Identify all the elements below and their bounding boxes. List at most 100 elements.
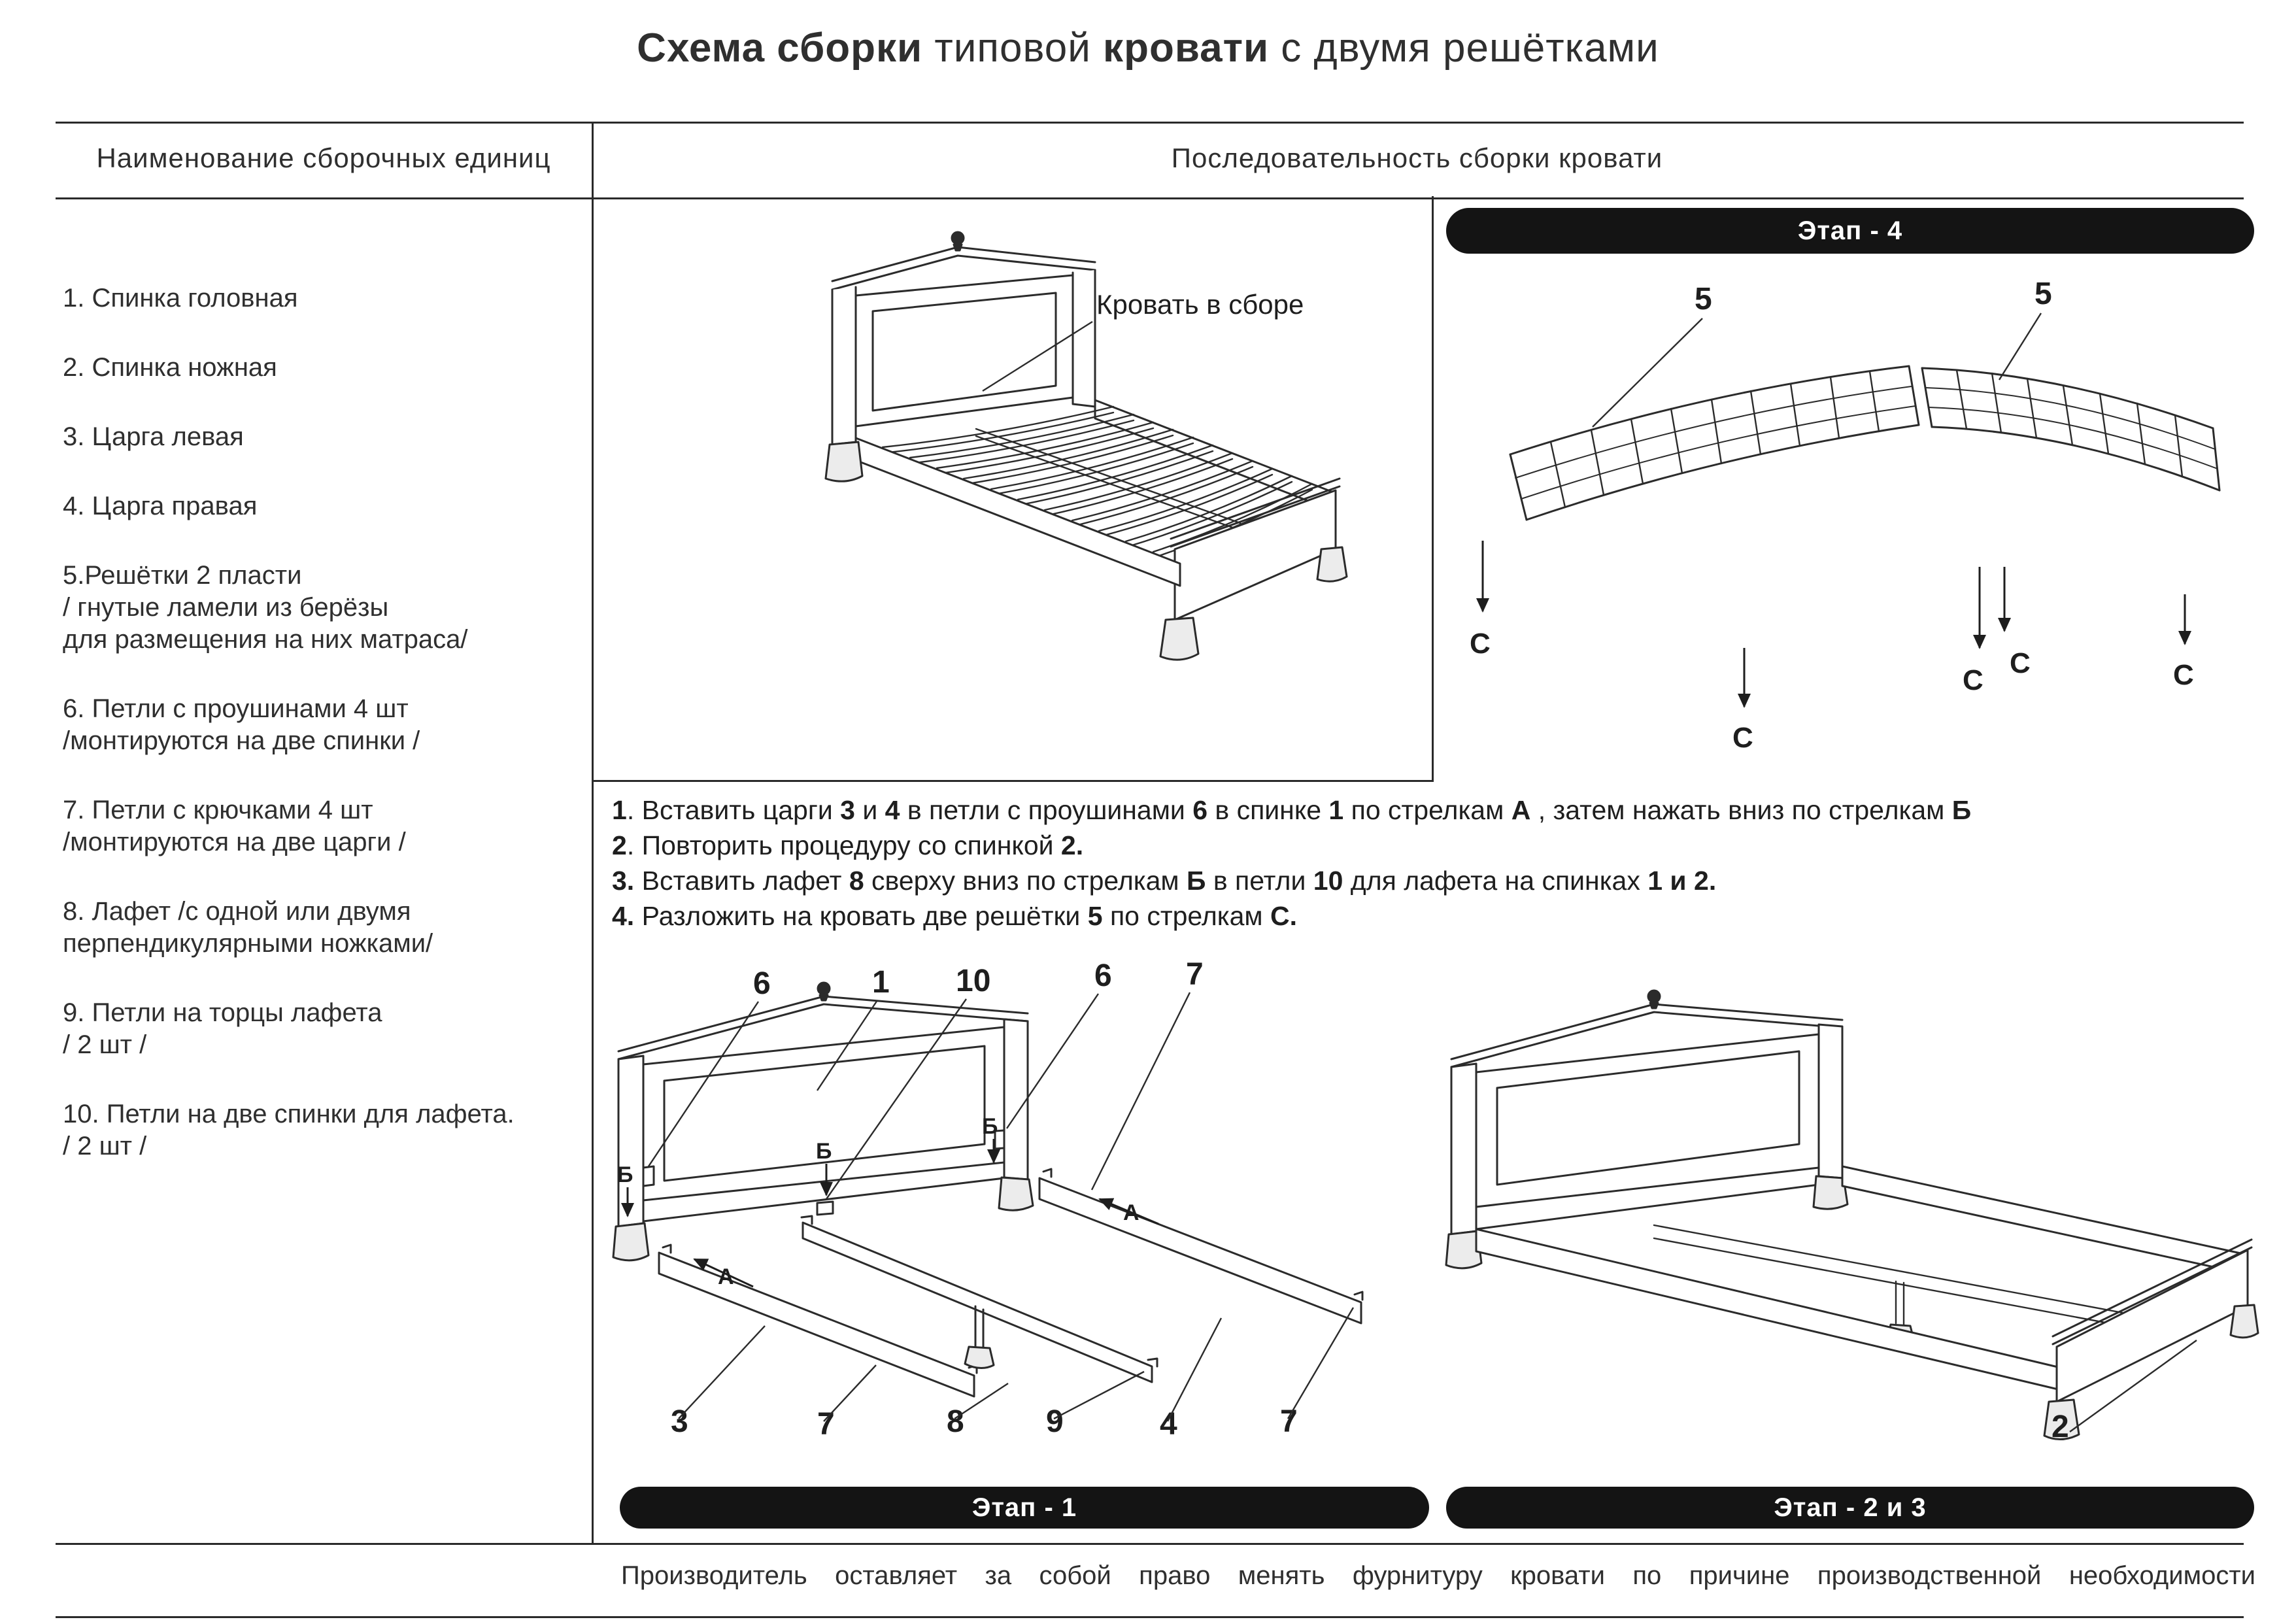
part-item-10: 10. Петли на две спинки для лафета. / 2 … [63, 1098, 586, 1162]
divider-above-footer [56, 1543, 2244, 1545]
center-rail [975, 428, 1241, 532]
instruction-3: 3. Вставить лафет 8 сверху вниз по стрел… [612, 866, 1717, 896]
footer-note: Производитель оставляет за собой право м… [621, 1561, 2255, 1590]
title-bold-1: Схема сборки [637, 25, 923, 71]
eyelet-hinge-left [642, 1165, 655, 1187]
part-label-8: 8 [947, 1404, 964, 1439]
assembled-caption: Кровать в сборе [1096, 289, 1304, 320]
parts-list: 1. Спинка головная 2. Спинка ножная 3. Ц… [63, 282, 586, 1200]
finial-knob [951, 231, 965, 245]
arrow-label-c: С [1963, 664, 1984, 696]
direction-arrows-b [621, 1139, 1000, 1217]
footboard [2055, 1249, 2249, 1403]
assembled-bed-box-bottom-line [592, 780, 1434, 782]
eyelet-hinge-right [994, 1129, 1005, 1150]
part-label-7c: 7 [1280, 1404, 1298, 1439]
far-rail [1841, 1165, 2245, 1275]
part-label-6: 6 [753, 966, 771, 1001]
lafet-leg [974, 1305, 985, 1349]
leader-line [2069, 1340, 2197, 1432]
part-item-5: 5.Решётки 2 пласти / гнутые ламели из бе… [63, 560, 586, 656]
assembly-instructions: 1. Вставить царги 3 и 4 в петли с проуши… [612, 792, 2259, 934]
arrow-label-a: А [1123, 1200, 1140, 1225]
arrow-label-c: С [2010, 647, 2031, 679]
lafet-hinge-10 [816, 1200, 834, 1216]
finial-knob [1647, 989, 1661, 1004]
grid-slats-right [1955, 369, 2184, 478]
title-regular-2: с двумя решётками [1269, 25, 1659, 71]
instruction-4: 4. Разложить на кровать две решётки 5 по… [612, 901, 1297, 931]
part-label-2: 2 [2051, 1410, 2069, 1444]
part-item-1: 1. Спинка головная [63, 282, 586, 314]
part-line: 1. Спинка головная [63, 284, 298, 313]
part-line: /монтируются на две спинки / [63, 726, 420, 755]
footboard [1173, 489, 1337, 621]
assembled-bed-box-right-line [1432, 196, 1434, 782]
stage-2-3-drawing: 2 [1445, 989, 2259, 1444]
lafet-8 [802, 1221, 1153, 1383]
finial-knob [817, 981, 831, 996]
leader-line [1592, 318, 1703, 428]
bed-foot [824, 441, 864, 482]
lafet-foot [964, 1345, 995, 1369]
part-item-3: 3. Царга левая [63, 421, 586, 453]
leader-line [1998, 313, 2042, 381]
instruction-1: 1. Вставить царги 3 и 4 в петли с проуши… [612, 795, 1972, 825]
bottom-border-line [56, 1616, 2244, 1618]
grid-label-5-right: 5 [2034, 277, 2052, 311]
part-item-8: 8. Лафет /с одной или двумя перпендикуля… [63, 896, 586, 960]
leader-lines-bottom [678, 1307, 1355, 1422]
part-line: / 2 шт / [63, 1030, 147, 1059]
column-divider [592, 122, 594, 1544]
part-label-6b: 6 [1094, 960, 1112, 993]
part-label-3: 3 [671, 1404, 688, 1439]
grid-slats-left [1549, 370, 1880, 509]
part-label-9: 9 [1046, 1404, 1064, 1439]
part-line: 8. Лафет /с одной или двумя [63, 897, 411, 926]
exploded-view-outline [612, 981, 1364, 1398]
grid-label-5-left: 5 [1695, 282, 1712, 316]
right-column-header: Последовательность сборки кровати [1171, 143, 1663, 173]
hook-hinges [662, 1243, 978, 1374]
stage-2-3-banner: Этап - 2 и 3 [1446, 1487, 2254, 1529]
stage-1-drawing: 6 1 10 6 7 Б Б Б А А 3 7 8 9 4 7 [612, 960, 1364, 1442]
part-line: /монтируются на две царги / [63, 828, 406, 856]
part-line: 5.Решётки 2 пласти [63, 561, 302, 590]
bed-foot [1445, 1230, 1483, 1270]
part-line: / 2 шт / [63, 1132, 147, 1160]
hook-hinges [1042, 1168, 1364, 1301]
arrow-label-b: Б [617, 1162, 633, 1187]
grid-straps [1515, 386, 2218, 499]
part-line: 2. Спинка ножная [63, 353, 277, 382]
lafet-rail [1653, 1224, 2152, 1332]
divider-under-title [56, 122, 2244, 124]
near-rail [1475, 1228, 2062, 1391]
direction-arrows-c [1476, 541, 2191, 708]
stage-1-banner: Этап - 1 [620, 1487, 1429, 1529]
stage-4-banner: Этап - 4 [1446, 208, 2254, 254]
part-label-1: 1 [872, 965, 890, 1000]
frame-outline [1445, 989, 2259, 1440]
stage-4-drawing: 5 5 С С С С С [1470, 277, 2221, 754]
bed-foot [1159, 617, 1200, 661]
part-line: / гнутые ламели из берёзы [63, 593, 389, 622]
part-item-9: 9. Петли на торцы лафета / 2 шт / [63, 997, 586, 1061]
part-item-4: 4. Царга правая [63, 490, 586, 522]
bed-foot [2229, 1304, 2259, 1339]
part-line: 7. Петли с крючками 4 шт [63, 796, 373, 824]
part-line: 6. Петли с проушинами 4 шт [63, 694, 409, 723]
arrow-label-a: А [718, 1264, 734, 1289]
arrow-label-c: С [2173, 659, 2194, 691]
title-bold-2: кровати [1103, 25, 1270, 71]
leader-lines-top [648, 992, 1191, 1200]
direction-arrows-a [693, 1198, 1159, 1288]
bed-foot [2043, 1398, 2080, 1440]
part-line: 3. Царга левая [63, 422, 244, 451]
lafet-leg [1895, 1280, 1905, 1326]
part-label-7: 7 [1186, 960, 1204, 992]
bed-foot [612, 1222, 650, 1262]
part-line: перпендикулярными ножками/ [63, 929, 433, 958]
part-line: 10. Петли на две спинки для лафета. [63, 1100, 515, 1128]
caption-leader-line [982, 320, 1093, 392]
